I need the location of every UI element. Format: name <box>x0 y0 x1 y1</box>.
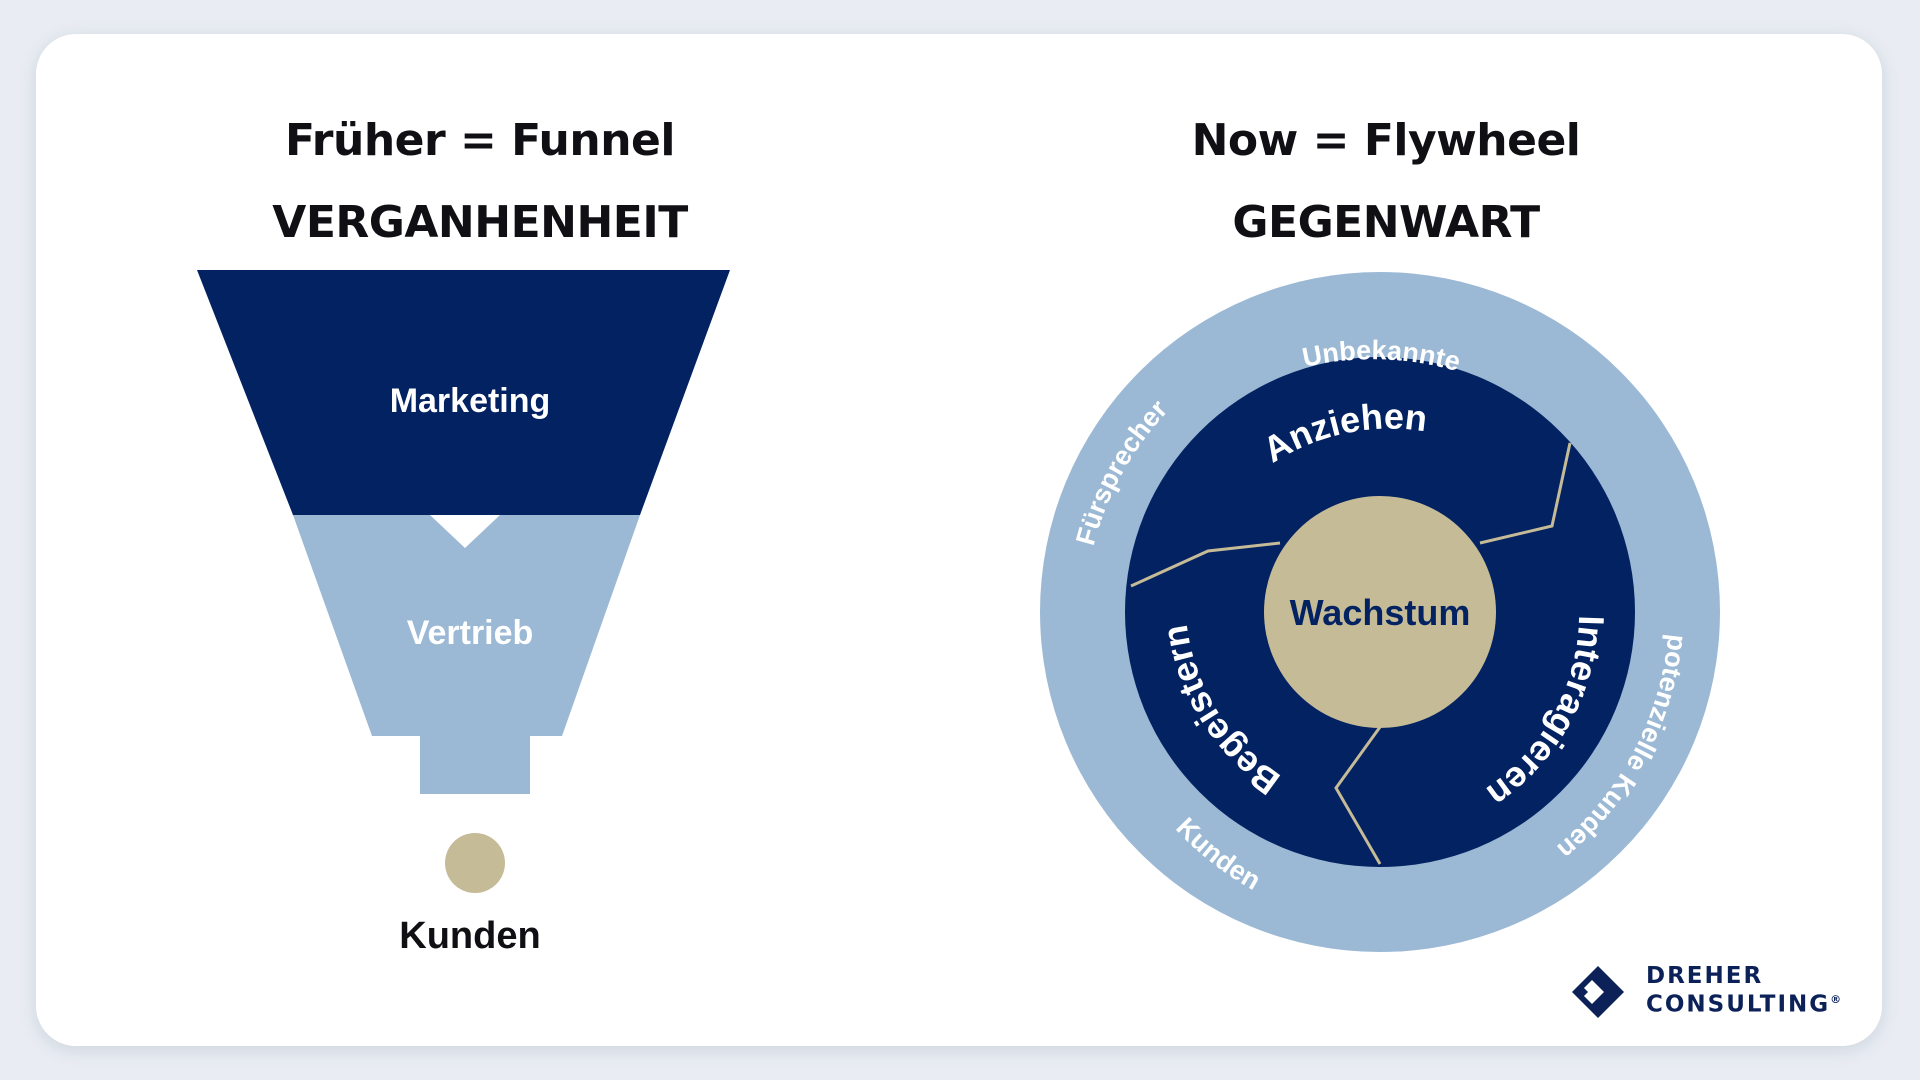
funnel-subheading: VERGANHENHEIT <box>272 197 688 248</box>
logo-line-1: DREHER <box>1646 963 1764 989</box>
company-logo: DREHER CONSULTING® <box>1570 962 1870 1022</box>
funnel-vertrieb-stage <box>293 515 640 736</box>
logo-line-2: CONSULTING® <box>1646 991 1842 1018</box>
funnel-result-label: Kunden <box>399 915 540 957</box>
flywheel-center-label: Wachstum <box>1290 592 1471 633</box>
flywheel-subheading: GEGENWART <box>1232 197 1540 248</box>
registered-mark: ® <box>1830 993 1842 1006</box>
flywheel-core <box>1264 496 1496 728</box>
funnel-heading: Früher = Funnel <box>285 115 675 166</box>
flywheel-segment-dividers <box>1130 442 1572 865</box>
funnel-vertrieb-label: Vertrieb <box>407 614 534 652</box>
flywheel-heading: Now = Flywheel <box>1191 115 1581 166</box>
logo-mark-icon <box>1572 966 1624 1018</box>
customer-dot <box>445 833 505 893</box>
divider-right <box>1479 442 1572 545</box>
funnel-title: Früher = Funnel VERGANHENHEIT <box>180 112 780 252</box>
funnel-spout <box>420 736 530 794</box>
funnel-marketing-stage <box>197 270 730 515</box>
divider-left <box>1130 541 1281 588</box>
divider-bottom <box>1334 726 1382 865</box>
logo-wordmark: DREHER CONSULTING® <box>1646 964 1841 1017</box>
flywheel-title: Now = Flywheel GEGENWART <box>1086 112 1686 252</box>
funnel-marketing-label: Marketing <box>390 382 551 420</box>
